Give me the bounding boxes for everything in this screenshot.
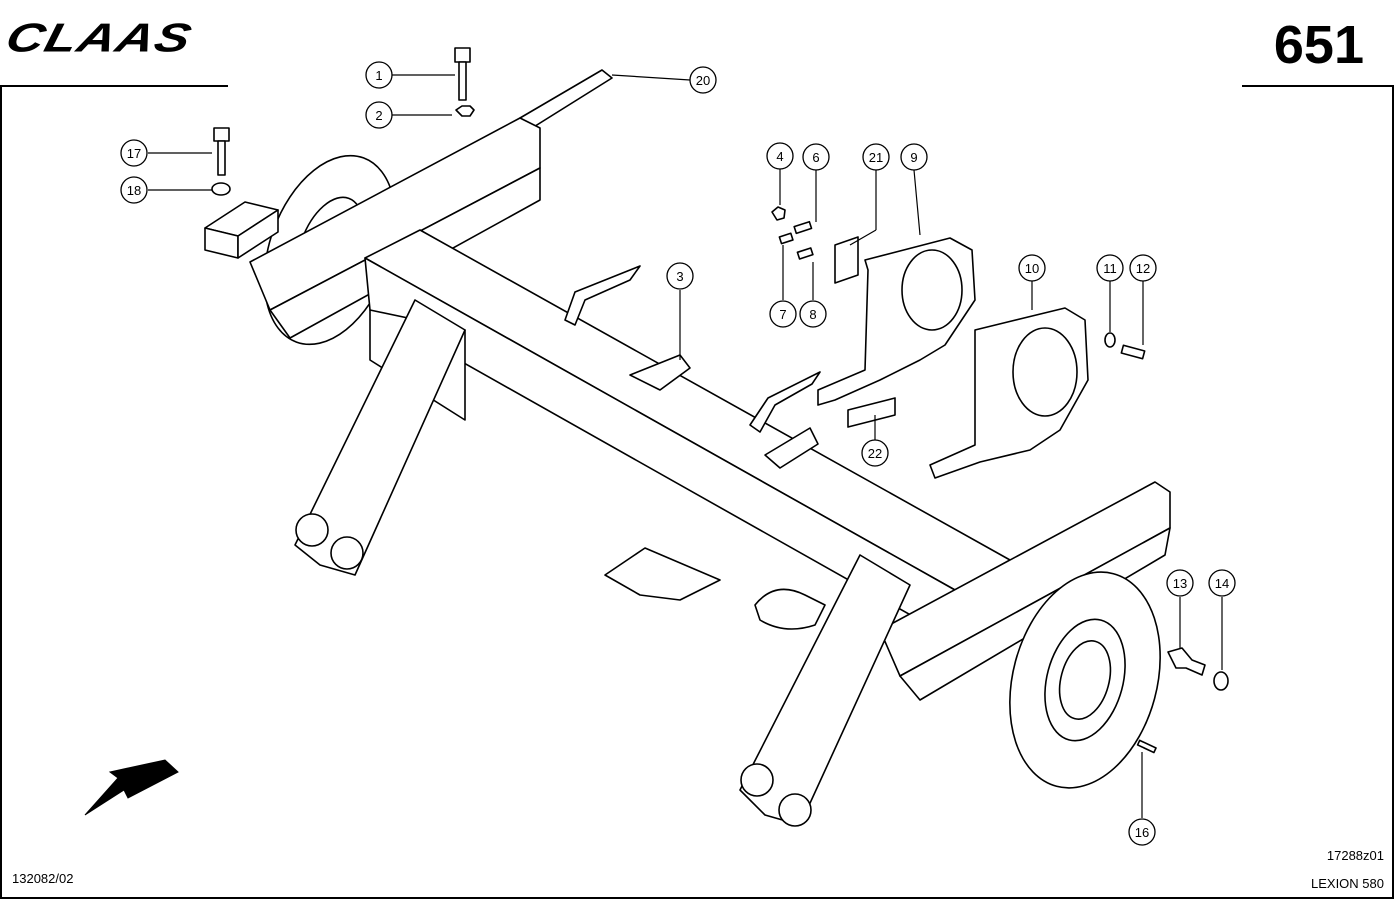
left-cross-member [249,117,541,311]
bracket-3 [629,354,691,391]
callout-label: 21 [869,150,883,165]
callout-label: 6 [812,150,819,165]
callout-label: 1 [375,68,382,83]
bolt-6 [793,220,813,235]
callout-label: 20 [696,73,710,88]
callout-label: 7 [779,307,786,322]
callout-10: 10 [1018,254,1046,282]
callout-18: 18 [120,176,148,204]
callout-label: 2 [375,108,382,123]
model-name: LEXION 580 [1311,876,1384,891]
callout-label: 12 [1136,261,1150,276]
callout-17: 17 [120,139,148,167]
washer-14 [1213,671,1229,691]
callout-11: 11 [1096,254,1124,282]
bolt-1-head [454,47,471,63]
strip-22 [847,397,896,428]
plate-21 [834,236,859,284]
leader-lines [148,74,1223,818]
callout-8: 8 [799,300,827,328]
callout-label: 10 [1025,261,1039,276]
callout-1: 1 [365,61,393,89]
pin-7 [778,232,794,245]
callout-label: 13 [1173,576,1187,591]
callout-20: 20 [689,66,717,94]
callout-4: 4 [766,142,794,170]
callout-21: 21 [862,143,890,171]
callout-14: 14 [1208,569,1236,597]
washer-11 [1104,332,1116,348]
right-cross-member [879,481,1171,677]
page-border [0,85,1394,899]
bracket-strip-20 [519,69,613,129]
bolt-1-shank [458,61,467,101]
callout-label: 16 [1135,825,1149,840]
pin-16 [1136,739,1157,754]
axle-assembly [204,47,1229,827]
bolt-17-head [213,127,230,142]
tow-hook [754,588,826,630]
washer-18 [211,182,231,196]
callout-label: 14 [1215,576,1229,591]
bolt-12 [1120,344,1146,360]
callout-label: 11 [1103,261,1117,276]
callout-label: 3 [676,269,683,284]
bolt-13 [1167,647,1206,676]
callout-6: 6 [802,143,830,171]
callout-3: 3 [666,262,694,290]
callout-label: 4 [776,149,783,164]
bolt-17-shank [217,140,226,176]
lower-bracket [604,547,721,601]
figure-id: 17288z01 [1326,848,1384,863]
left-trailing-arm [294,299,466,576]
arrow-down-left-icon [84,759,179,816]
callout-9: 9 [900,143,928,171]
nut-4 [771,206,786,221]
callout-7: 7 [769,300,797,328]
callout-label: 17 [127,146,141,161]
callout-2: 2 [365,101,393,129]
callout-label: 22 [868,446,882,461]
callout-12: 12 [1129,254,1157,282]
drawing-id: 132082/02 [12,871,74,886]
pin-8 [796,247,814,260]
page-number: 651 [1273,15,1364,75]
callout-label: 18 [127,183,141,198]
callout-16: 16 [1128,818,1156,846]
callout-label: 8 [809,307,816,322]
nut-2 [455,105,475,117]
callout-label: 9 [910,150,917,165]
callout-22: 22 [861,439,889,467]
callout-13: 13 [1166,569,1194,597]
